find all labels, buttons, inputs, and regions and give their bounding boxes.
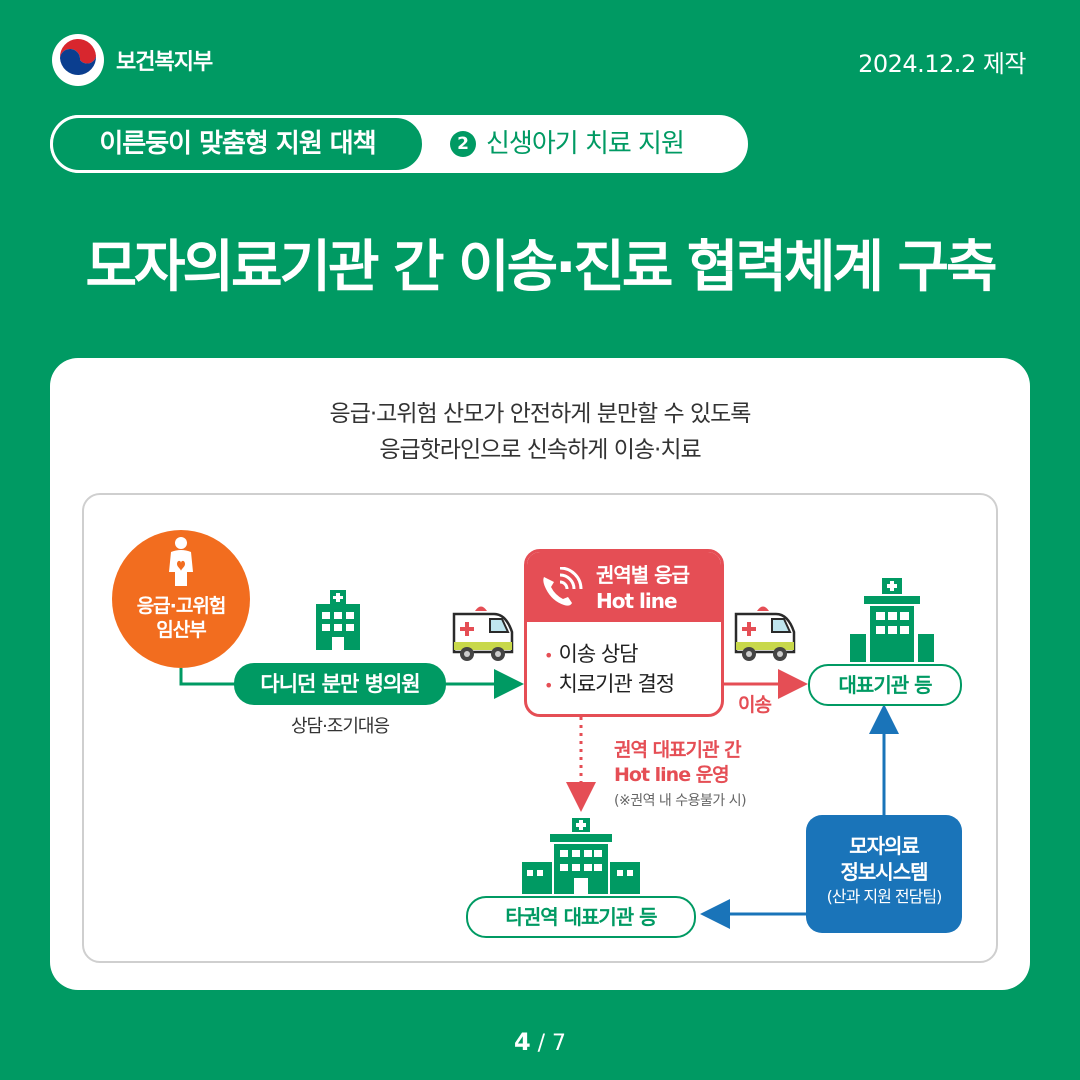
mother-label-line-2: 임산부 [156,619,206,641]
mother-label: 응급·고위험 임산부 [112,594,250,642]
subtitle-line-2: 응급핫라인으로 신속하게 이송·치료 [379,437,701,463]
transfer-label: 이송 [738,694,772,716]
page-total: / 7 [537,1031,567,1056]
mother-label-line-1: 응급·고위험 [136,595,227,617]
hotline-title-line-1: 권역별 응급 [596,563,690,587]
system-line-2: 정보시스템 [840,860,929,884]
main-institution-label: 대표기관 등 [808,664,962,706]
page-current: 4 [513,1028,531,1056]
hospital-icon [850,578,934,662]
hotline-item-1-text: 이송 상담 [558,642,639,666]
section-number-badge: 2 [450,131,476,157]
bullet: • [544,676,554,695]
hotline-title: 권역별 응급 Hot line [596,562,720,614]
clinic-label: 다니던 분만 병의원 [234,663,446,705]
system-line-3: (산과 지원 전담팀) [826,887,943,906]
pregnant-woman-icon [169,537,193,586]
hotline-item-2: • 치료기관 결정 [544,668,676,698]
system-line-1: 모자의료 [849,834,920,858]
maternal-info-system-box: 모자의료 정보시스템 (산과 지원 전담팀) [806,815,962,933]
clinic-subtext: 상담·조기대응 [290,716,390,737]
section-title: 신생아기 치료 지원 [486,129,685,159]
category-label: 이른둥이 맞춤형 지원 대책 [50,115,425,173]
regional-hotline-note: 권역 대표기관 간 Hot line 운영 [614,738,742,788]
phone-ringing-icon [543,567,583,606]
regional-note-line-1: 권역 대표기관 간 [614,739,742,761]
diagram-frame [82,493,998,963]
page-indicator: 4 / 7 [0,1028,1080,1056]
hotline-header [527,552,721,622]
other-region-label: 타권역 대표기관 등 [466,896,696,938]
ambulance-icon [452,606,514,661]
regional-note-condition: (※권역 내 수용불가 시) [614,793,747,809]
hotline-title-line-2: Hot line [596,589,678,613]
card-subtitle: 응급·고위험 산모가 안전하게 분만할 수 있도록 응급핫라인으로 신속하게 이… [50,396,1030,468]
hotline-item-1: • 이송 상담 [544,638,638,668]
hospital-icon [522,818,640,894]
hospital-icon [316,590,360,650]
production-date: 2024.12.2 제작 [858,50,1026,78]
mother-to-clinic-line [179,668,236,686]
page-title: 모자의료기관 간 이송·진료 협력체계 구축 [85,235,997,300]
ministry-name: 보건복지부 [116,50,213,75]
bullet: • [544,646,554,665]
ambulance-icon [734,606,796,661]
government-emblem-icon [52,34,104,86]
hotline-item-2-text: 치료기관 결정 [558,672,676,696]
subtitle-line-1: 응급·고위험 산모가 안전하게 분만할 수 있도록 [329,401,752,427]
regional-note-line-2: Hot line 운영 [614,764,730,786]
